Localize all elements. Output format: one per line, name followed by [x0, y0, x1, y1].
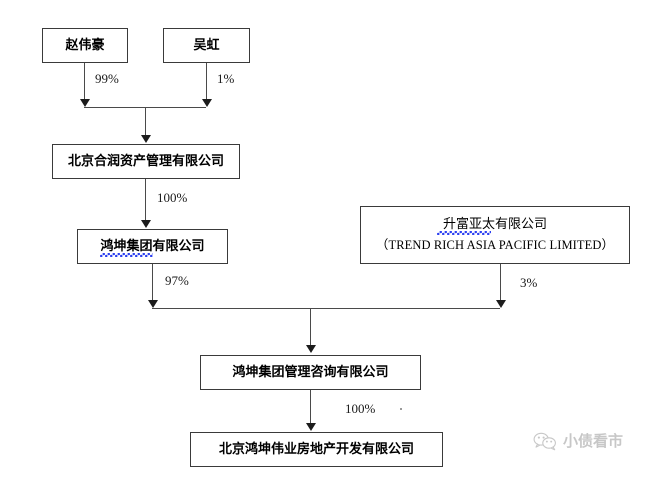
- node-label-cn: 升富亚太有限公司: [442, 217, 547, 233]
- node-label: 赵伟豪: [65, 37, 105, 53]
- edge-label-100-percent-top: 100%: [157, 190, 188, 205]
- node-label: 鸿坤集团管理咨询有限公司: [232, 364, 389, 380]
- edge-hongkun-to-consulting-arrowhead: [148, 300, 158, 308]
- merge-stem-middle-arrowhead: [306, 345, 316, 353]
- edge-wuhong-to-herun-line: [206, 63, 207, 102]
- edge-consulting-to-weiye-line: [310, 390, 311, 425]
- edge-zhao-to-herun-arrowhead: [80, 99, 90, 107]
- node-label: 北京鸿坤伟业房地产开发有限公司: [218, 441, 414, 457]
- node-trend-rich-asia-pacific[interactable]: 升富亚太有限公司 （TREND RICH ASIA PACIFIC LIMITE…: [360, 206, 630, 264]
- merge-stem-middle: [310, 308, 311, 347]
- edge-label-99-percent: 99%: [95, 71, 119, 86]
- watermark-text: 小债看市: [563, 432, 624, 450]
- edge-wuhong-to-herun-arrowhead: [202, 99, 212, 107]
- edge-label-1-percent: 1%: [217, 71, 235, 86]
- node-label-en: （TREND RICH ASIA PACIFIC LIMITED）: [375, 237, 615, 252]
- node-beijing-herun-asset-management[interactable]: 北京合润资产管理有限公司: [52, 144, 240, 179]
- node-label: 吴虹: [193, 37, 220, 53]
- edge-hongkun-to-consulting-line: [152, 264, 153, 303]
- node-hongkun-group[interactable]: 鸿坤集团有限公司: [77, 229, 228, 264]
- node-beijing-hongkun-weiye-real-estate[interactable]: 北京鸿坤伟业房地产开发有限公司: [190, 432, 443, 467]
- edge-zhao-to-herun-line: [84, 63, 85, 102]
- edge-trendrich-to-consulting-arrowhead: [496, 300, 506, 308]
- node-label: 北京合润资产管理有限公司: [67, 153, 224, 169]
- edge-herun-to-hongkun-arrowhead: [141, 220, 151, 228]
- edge-label-97-percent: 97%: [165, 273, 189, 288]
- wechat-logo-icon: [533, 431, 557, 451]
- merge-stem-top-arrowhead: [141, 135, 151, 143]
- edge-label-100-percent-bottom: 100%: [345, 401, 376, 416]
- node-zhao-weihao[interactable]: 赵伟豪: [42, 28, 128, 63]
- watermark: 小债看市: [533, 430, 623, 451]
- merge-bar-middle: [152, 308, 500, 309]
- node-hongkun-management-consulting[interactable]: 鸿坤集团管理咨询有限公司: [200, 355, 421, 390]
- node-label: 鸿坤集团有限公司: [100, 238, 205, 254]
- scan-artifact-speck: [400, 408, 402, 410]
- edge-herun-to-hongkun-line: [145, 179, 146, 222]
- edge-trendrich-to-consulting-line: [500, 264, 501, 303]
- merge-stem-top: [145, 107, 146, 136]
- edge-consulting-to-weiye-arrowhead: [306, 423, 316, 431]
- edge-label-3-percent: 3%: [520, 275, 538, 290]
- node-wu-hong[interactable]: 吴虹: [163, 28, 250, 63]
